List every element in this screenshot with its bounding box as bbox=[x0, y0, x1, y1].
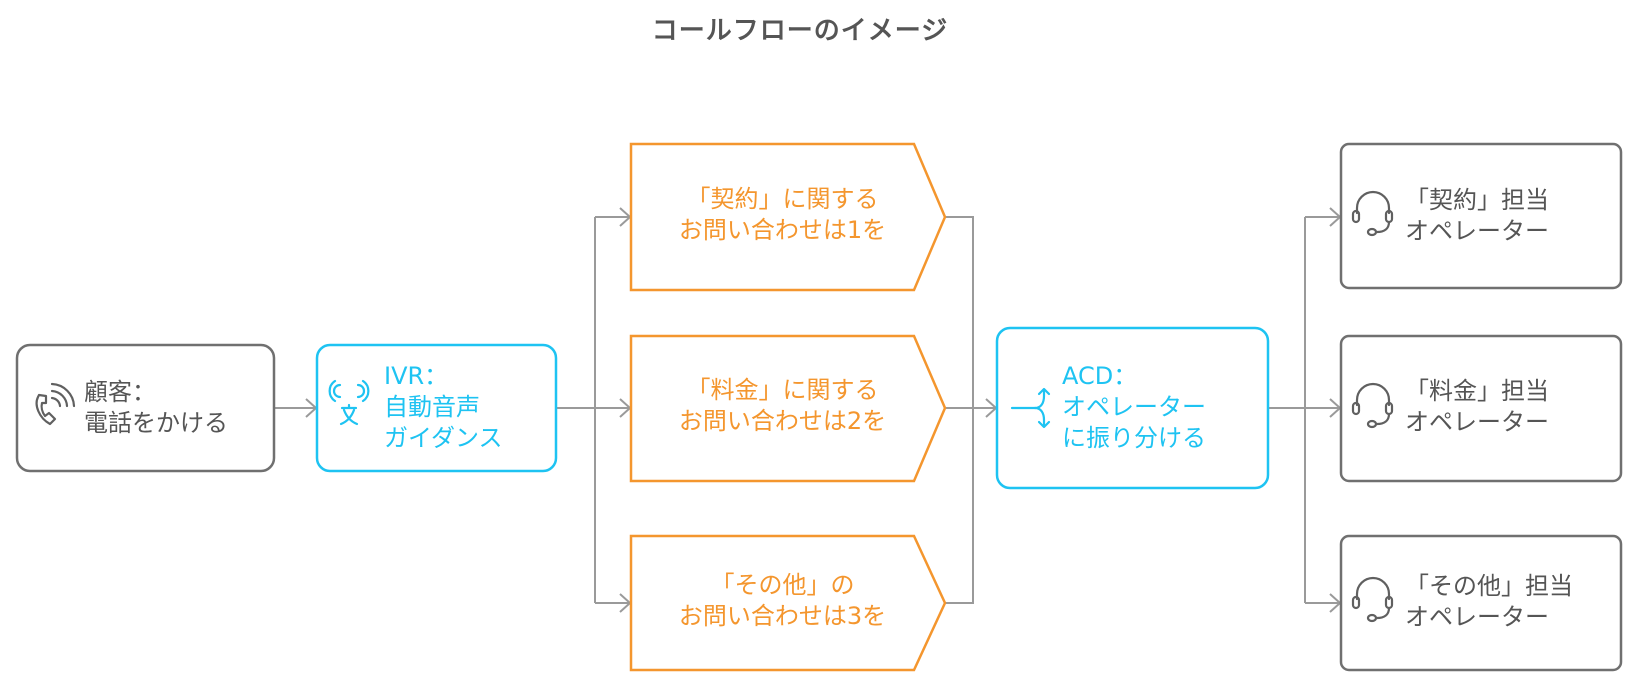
ivr-label-line: 自動音声 bbox=[384, 393, 480, 421]
option-label-line: 「契約」に関する bbox=[686, 185, 879, 213]
ivr-box bbox=[315, 343, 558, 473]
headset-icon bbox=[1351, 190, 1394, 237]
phone-ringing-icon bbox=[35, 382, 76, 426]
acd-label-line: ACD： bbox=[1062, 362, 1138, 390]
acd-label: ACD： オペレーター に振り分ける bbox=[1062, 361, 1206, 454]
operator-label-fee: 「料金」担当 オペレーター bbox=[1405, 376, 1549, 438]
operator-label-other: 「その他」担当 オペレーター bbox=[1405, 571, 1573, 633]
operator-box-contract bbox=[1339, 142, 1623, 290]
option-box-other bbox=[629, 534, 947, 672]
operator-box-fee bbox=[1339, 334, 1623, 483]
option-label-line: 「その他」の bbox=[710, 571, 855, 599]
option-label-fee: 「料金」に関する お問い合わせは2を bbox=[640, 375, 925, 437]
option-label-contract: 「契約」に関する お問い合わせは1を bbox=[640, 184, 925, 246]
connector-acd-operators bbox=[1269, 216, 1340, 604]
operator-label-line: オペレーター bbox=[1405, 603, 1549, 631]
customer-box bbox=[15, 343, 276, 473]
option-label-line: お問い合わせは3を bbox=[678, 602, 887, 630]
acd-box bbox=[995, 326, 1270, 490]
operator-box-other bbox=[1339, 534, 1623, 672]
connector-options-acd bbox=[943, 216, 996, 604]
headset-icon bbox=[1351, 382, 1394, 429]
operator-label-line: 「契約」担当 bbox=[1405, 186, 1549, 214]
ivr-label-line: ガイダンス bbox=[384, 424, 503, 452]
operator-label-line: 「料金」担当 bbox=[1405, 377, 1549, 405]
acd-label-line: オペレーター bbox=[1062, 393, 1206, 421]
diagram-title: コールフローのイメージ bbox=[651, 16, 949, 46]
connector-ivr-options bbox=[556, 216, 630, 604]
option-label-line: お問い合わせは2を bbox=[678, 407, 887, 435]
split-arrows-icon bbox=[1010, 387, 1051, 429]
operator-label-line: オペレーター bbox=[1405, 217, 1549, 245]
option-label-line: 「料金」に関する bbox=[686, 376, 879, 404]
operator-label-line: 「その他」担当 bbox=[1405, 572, 1573, 600]
operator-label-contract: 「契約」担当 オペレーター bbox=[1405, 185, 1549, 247]
customer-label: 顧客： 電話をかける bbox=[84, 377, 228, 439]
option-box-contract bbox=[629, 142, 947, 292]
acd-label-line: に振り分ける bbox=[1062, 424, 1206, 452]
option-box-fee bbox=[629, 334, 947, 483]
customer-label-line: 電話をかける bbox=[84, 409, 228, 437]
option-label-line: お問い合わせは1を bbox=[678, 216, 887, 244]
voice-translate-icon bbox=[328, 379, 370, 426]
ivr-label-line: IVR： bbox=[384, 362, 449, 390]
headset-icon bbox=[1351, 576, 1394, 623]
customer-label-line: 顧客： bbox=[84, 378, 156, 406]
option-label-other: 「その他」の お問い合わせは3を bbox=[640, 570, 925, 632]
operator-label-line: オペレーター bbox=[1405, 408, 1549, 436]
ivr-label: IVR： 自動音声 ガイダンス bbox=[384, 361, 503, 454]
